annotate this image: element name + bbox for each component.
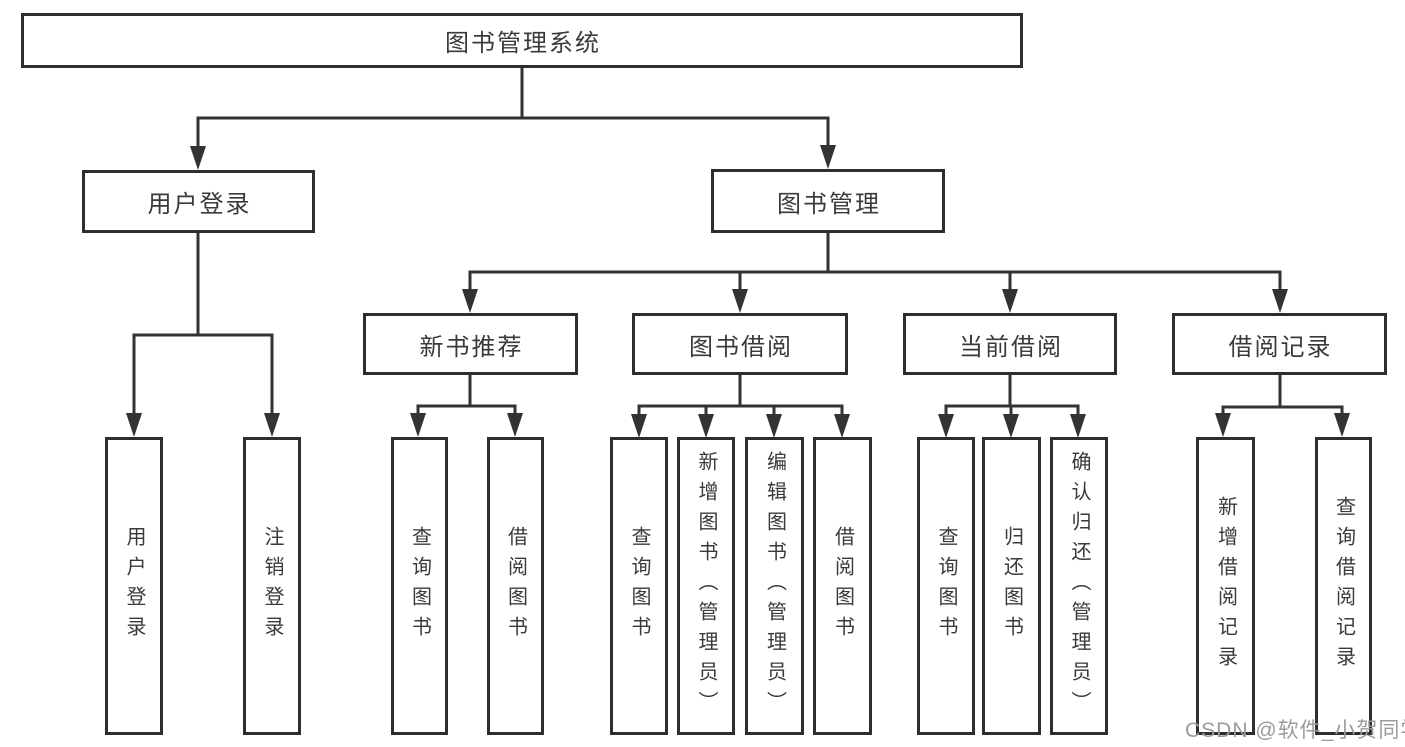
leaf-logout: 注销登录 bbox=[243, 437, 301, 735]
node-user-login: 用户登录 bbox=[82, 170, 315, 233]
leaf-query-books-3: 查询图书 bbox=[917, 437, 975, 735]
node-label: 用户登录 bbox=[147, 191, 252, 218]
leaf-user-login: 用户登录 bbox=[105, 437, 163, 735]
arrowheads bbox=[126, 145, 1350, 438]
leaf-label: 新增图书（管理员） bbox=[695, 451, 717, 721]
connector-root-junction bbox=[196, 116, 830, 148]
connector-borrow-junction bbox=[637, 404, 844, 415]
csdn-watermark: CSDN @软件_小贺同学 bbox=[1185, 719, 1405, 742]
leaf-add-books-admin: 新增图书（管理员） bbox=[677, 437, 735, 735]
node-label: 新书推荐 bbox=[419, 333, 524, 361]
leaf-label: 查询图书 bbox=[408, 526, 431, 646]
node-library-management-system: 图书管理系统 bbox=[21, 13, 1023, 68]
leaf-query-books-1: 查询图书 bbox=[391, 437, 448, 735]
node-label: 图书借阅 bbox=[689, 333, 793, 361]
leaf-label: 借阅图书 bbox=[831, 526, 854, 646]
node-book-borrowing: 图书借阅 bbox=[632, 313, 848, 375]
connector-login-junction bbox=[132, 333, 274, 413]
node-current-borrowing: 当前借阅 bbox=[903, 313, 1117, 375]
leaf-label: 查询图书 bbox=[628, 526, 650, 646]
leaf-add-borrow-record: 新增借阅记录 bbox=[1196, 437, 1255, 735]
leaf-label: 查询借阅记录 bbox=[1332, 496, 1355, 676]
node-label: 借阅记录 bbox=[1228, 333, 1333, 361]
leaf-label: 归还图书 bbox=[1000, 526, 1023, 646]
connector-mgmt-junction bbox=[468, 270, 1282, 290]
node-label: 图书管理系统 bbox=[445, 30, 601, 57]
connector-newbooks-junction bbox=[416, 404, 517, 414]
leaf-edit-books-admin: 编辑图书（管理员） bbox=[745, 437, 804, 735]
leaf-query-books-2: 查询图书 bbox=[610, 437, 668, 735]
leaf-borrow-books-1: 借阅图书 bbox=[487, 437, 544, 735]
node-new-book-recommend: 新书推荐 bbox=[363, 313, 578, 375]
leaf-label: 借阅图书 bbox=[504, 526, 527, 646]
node-label: 当前借阅 bbox=[959, 333, 1063, 361]
leaf-label: 注销登录 bbox=[261, 526, 283, 646]
leaf-label: 新增借阅记录 bbox=[1214, 496, 1237, 676]
connector-records-junction bbox=[1221, 405, 1344, 414]
leaf-query-borrow-record: 查询借阅记录 bbox=[1315, 437, 1372, 735]
leaf-label: 确认归还（管理员） bbox=[1068, 451, 1090, 721]
node-label: 图书管理 bbox=[777, 190, 881, 218]
leaf-label: 编辑图书（管理员） bbox=[763, 451, 786, 721]
leaf-return-books: 归还图书 bbox=[982, 437, 1041, 735]
node-borrowing-records: 借阅记录 bbox=[1172, 313, 1387, 375]
leaf-label: 查询图书 bbox=[935, 526, 957, 646]
leaf-label: 用户登录 bbox=[123, 526, 145, 646]
leaf-borrow-books-2: 借阅图书 bbox=[813, 437, 872, 735]
node-book-management: 图书管理 bbox=[711, 169, 945, 233]
leaf-confirm-return-admin: 确认归还（管理员） bbox=[1050, 437, 1108, 735]
